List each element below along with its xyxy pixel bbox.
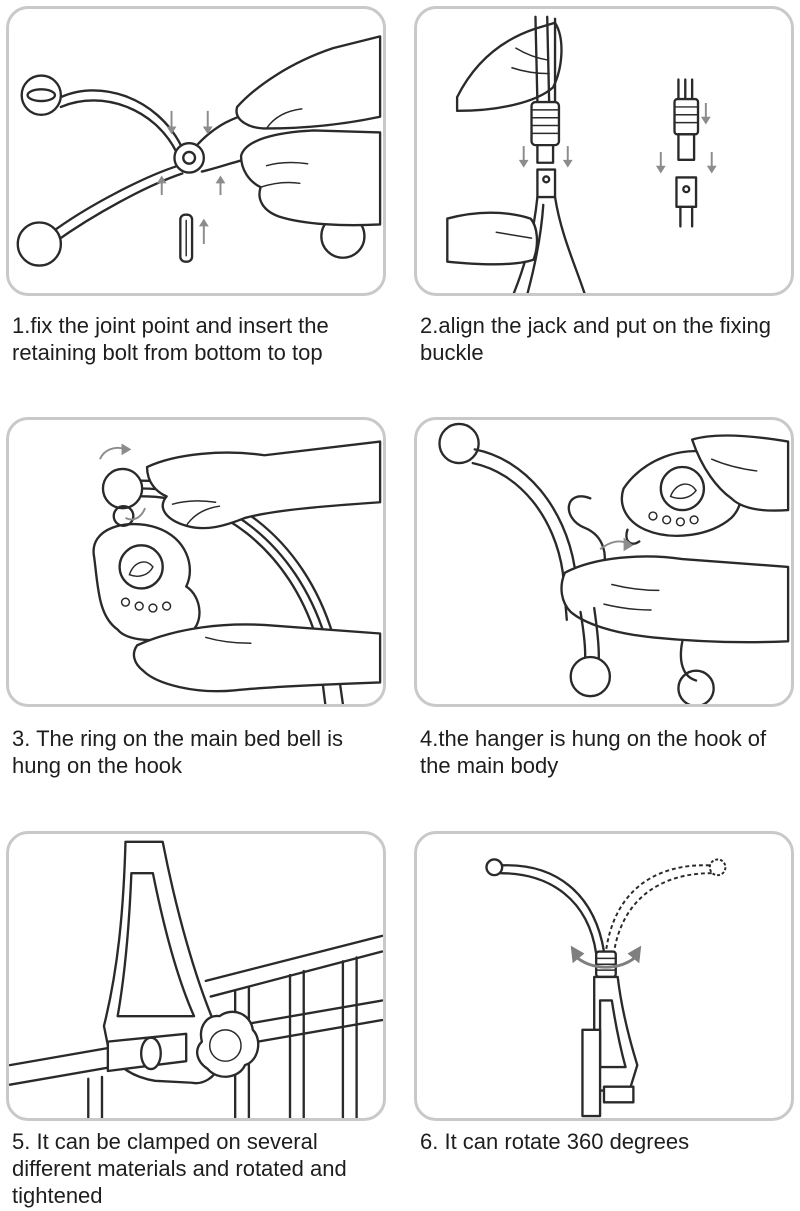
step-5-illustration bbox=[6, 831, 386, 1121]
step-3-caption: 3. The ring on the main bed bell is hung… bbox=[12, 726, 344, 778]
rotation-drawing bbox=[485, 858, 727, 1118]
step-1-caption: 1.fix the joint point and insert the ret… bbox=[12, 313, 329, 365]
step-2-caption: 2.align the jack and put on the fixing b… bbox=[420, 313, 772, 365]
bell-ring-hook-drawing bbox=[92, 440, 382, 704]
step-5-caption: 5. It can be clamped on several differen… bbox=[12, 1129, 347, 1208]
step-6-illustration bbox=[414, 831, 794, 1121]
hanger-hook-drawing bbox=[438, 422, 790, 704]
joint-assembly-drawing bbox=[16, 35, 382, 267]
clamp-on-rail-drawing bbox=[9, 840, 383, 1118]
step-3-illustration bbox=[6, 417, 386, 707]
step-4-illustration bbox=[414, 417, 794, 707]
jack-alignment-drawing bbox=[446, 15, 717, 293]
step-4-caption: 4.the hanger is hung on the hook of the … bbox=[420, 726, 767, 778]
step-1-illustration bbox=[6, 6, 386, 296]
step-2-illustration bbox=[414, 6, 794, 296]
step-6-caption: 6. It can rotate 360 degrees bbox=[420, 1129, 690, 1154]
